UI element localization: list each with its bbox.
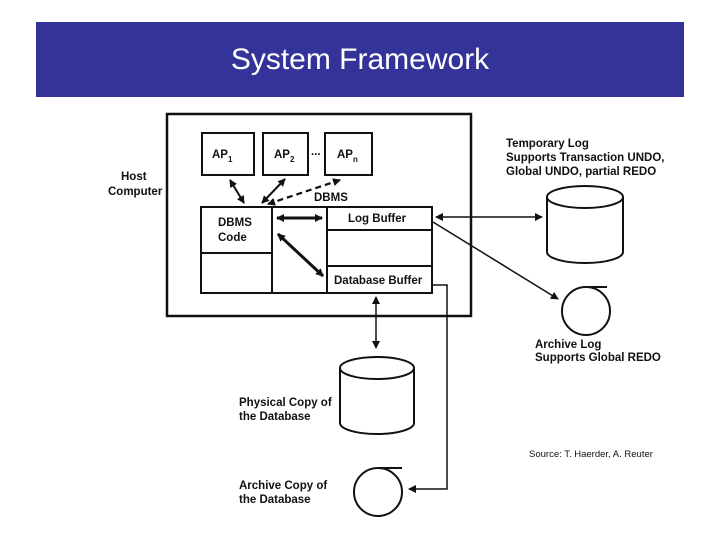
slide-title: System Framework — [230, 42, 490, 76]
physical-copy-label: Physical Copy of the Database — [239, 397, 335, 423]
ap1-label: AP1 — [212, 149, 233, 164]
dbms-code-label: DBMS Code — [218, 217, 255, 244]
source-credit: Source: T. Haerder, A. Reuter — [529, 449, 653, 460]
ap1-box — [201, 132, 255, 176]
host-computer-label: Host Computer — [108, 171, 163, 198]
dbbuffer-archivecopy-arrow — [408, 284, 448, 493]
logbuffer-archivelog-arrow — [432, 221, 559, 300]
log-buffer-label: Log Buffer — [348, 213, 407, 225]
dbms-label: DBMS — [314, 192, 348, 204]
apn-dbms-arrow — [267, 178, 341, 206]
title-bar: System Framework — [36, 22, 684, 97]
code-dbbuffer-arrow — [276, 232, 325, 278]
archive-copy-label: Archive Copy of the Database — [239, 480, 330, 506]
dbms-box — [200, 206, 433, 294]
database-buffer-label: Database Buffer — [334, 275, 423, 287]
physical-copy-disk — [339, 356, 415, 435]
apn-box — [324, 132, 373, 176]
temporary-log-label: Temporary Log Supports Transaction UNDO,… — [506, 138, 668, 178]
archive-log-label: Archive Log Supports Global REDO — [535, 339, 661, 364]
ellipsis-label: ... — [311, 146, 321, 158]
ap2-box — [262, 132, 309, 176]
temporary-log-disk — [546, 185, 624, 264]
ap2-label: AP2 — [274, 149, 295, 164]
archive-copy-tape — [353, 467, 403, 517]
ap1-dbms-arrow — [229, 179, 245, 204]
apn-label: APn — [337, 149, 358, 164]
archive-log-tape — [561, 286, 611, 336]
host-computer-box — [165, 112, 473, 318]
